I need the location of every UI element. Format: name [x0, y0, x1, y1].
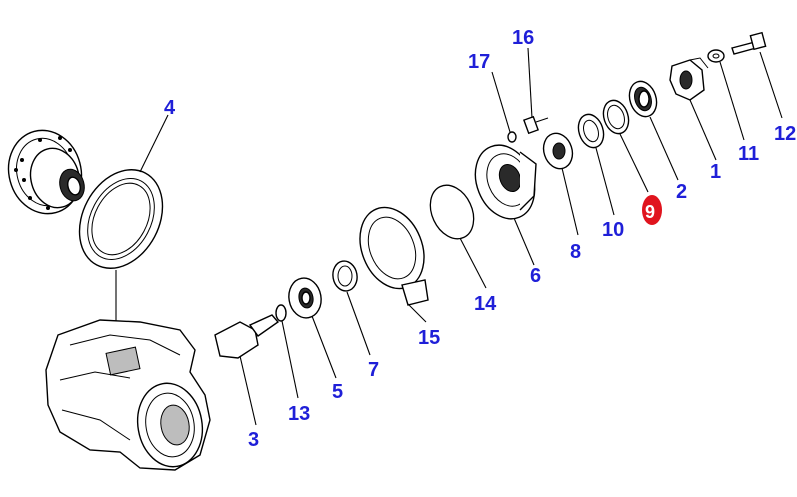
axle-housing — [45, 319, 211, 471]
washer-11 — [707, 49, 725, 63]
leader-4 — [139, 114, 169, 173]
callout-6[interactable]: 6 — [530, 265, 541, 287]
callout-8[interactable]: 8 — [570, 241, 581, 263]
o-ring — [275, 304, 287, 322]
bearing-8 — [542, 132, 574, 170]
callout-16[interactable]: 16 — [512, 27, 534, 49]
callout-14[interactable]: 14 — [474, 293, 497, 315]
ring-10 — [577, 113, 605, 149]
callout-13[interactable]: 13 — [288, 403, 310, 425]
bolt-12 — [731, 31, 767, 55]
callout-3[interactable]: 3 — [248, 429, 259, 451]
bearing-cup-7 — [332, 260, 358, 292]
ring-9 — [602, 99, 630, 135]
callout-4[interactable]: 4 — [164, 97, 176, 119]
callout-7[interactable]: 7 — [368, 359, 379, 381]
gasket — [429, 184, 475, 240]
callout-5[interactable]: 5 — [332, 381, 343, 403]
flange-plate — [359, 206, 429, 306]
callout-2[interactable]: 2 — [676, 181, 687, 203]
bolt-16 — [523, 115, 549, 135]
callout-17[interactable]: 17 — [468, 51, 490, 73]
ring-gear — [78, 169, 164, 269]
hub-assembly — [7, 129, 85, 215]
callout-9-highlighted[interactable]: 9 — [645, 202, 655, 222]
washer-17 — [507, 131, 517, 143]
pinion-gear — [214, 314, 280, 359]
callout-12[interactable]: 12 — [774, 123, 796, 145]
callout-10[interactable]: 10 — [602, 219, 624, 241]
carrier-housing — [474, 144, 537, 220]
highlight-ring — [642, 195, 662, 225]
callout-15[interactable]: 15 — [418, 327, 440, 349]
bearing-5 — [288, 277, 322, 319]
callout-1[interactable]: 1 — [710, 161, 721, 183]
callout-11[interactable]: 11 — [738, 143, 759, 165]
yoke-flange — [669, 57, 709, 101]
